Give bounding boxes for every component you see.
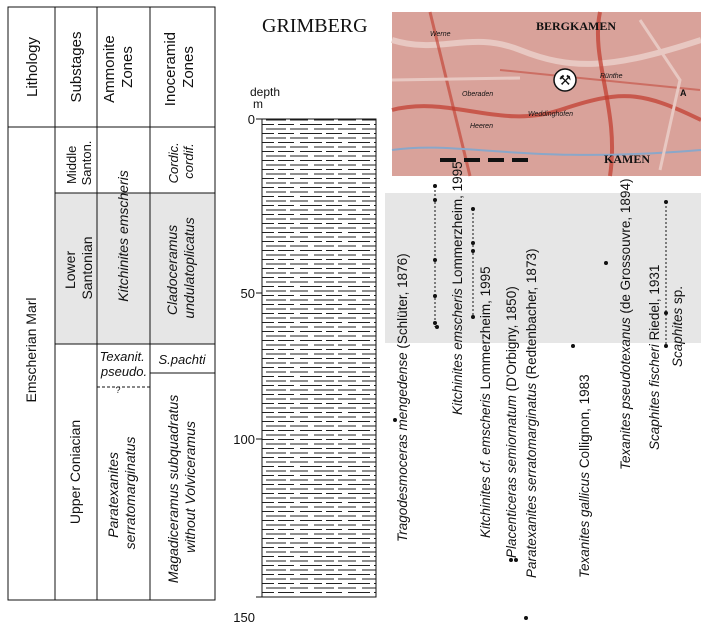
- depth-axis-label: depth m: [250, 85, 283, 111]
- inoceramid-zone-spachti: S.pachti: [159, 352, 207, 367]
- map-label-weddinghofen: Weddinghofen: [528, 111, 573, 118]
- substage-upper-coniacian: Upper Coniacian: [67, 420, 83, 524]
- header-substages: Substages: [68, 32, 85, 103]
- map-label-bergkamen: BERGKAMEN: [536, 19, 616, 33]
- map-label-oberaden: Oberaden: [462, 91, 493, 98]
- header-ammonite: Ammonite Zones: [101, 31, 136, 103]
- taxon-range-lines: [434, 186, 667, 346]
- taxon-label-scaphites-fischeri: Scaphites fischeri Riedel, 1931: [647, 265, 662, 450]
- taxon-label-scaphites-sp: Scaphites sp.: [670, 286, 685, 367]
- taxon-label-paratexanites: Paratexanites serratomarginatus (Redtenb…: [524, 249, 539, 578]
- inoceramid-zone-cladoceramus: Cladoceramus undulatoplicatus: [164, 217, 197, 318]
- lithology-unit: Emscherian Marl: [23, 297, 39, 402]
- depth-axis: [256, 118, 263, 598]
- substage-middle-santonian: Middle Santon.: [64, 141, 94, 186]
- section-title: GRIMBERG: [262, 15, 368, 37]
- lower-santonian-shade-taxa: [385, 193, 701, 343]
- substage-lower-santonian: Lower Santonian: [62, 236, 95, 299]
- depth-tick-100: 100: [233, 432, 255, 447]
- taxon-label-texanites-gallicus: Texanites gallicus Collignon, 1983: [577, 374, 592, 578]
- location-map: BERGKAMEN KAMEN Werne Oberaden Rünthe We…: [391, 11, 701, 177]
- taxon-label-texanites-pseudotexanus: Texanites pseudotexanus (de Grossouvre, …: [618, 179, 633, 470]
- ammonite-zone-paratexanites: Paratexanites serratomarginatus: [105, 437, 138, 550]
- mine-location-icon: [553, 68, 577, 92]
- taxon-label-tragodesmoceras: Tragodesmoceras mengedense (Schlüter, 18…: [395, 253, 410, 542]
- taxon-occurrence-points: [393, 184, 668, 620]
- depth-tick-0: 0: [248, 112, 255, 127]
- ammonite-zone-kitchinites: Kitchinites emscheris: [115, 170, 131, 302]
- map-label-a: A: [680, 88, 687, 98]
- header-inoceramid: Inoceramid Zones: [162, 28, 197, 106]
- map-label-runthe: Rünthe: [600, 73, 623, 80]
- map-label-heeren: Heeren: [470, 123, 493, 130]
- inoceramid-zone-cordic: Cordic. cordif.: [166, 139, 196, 184]
- taxon-label-kitchinites-cf: Kitchinites cf. emscheris Lommerzheim, 1…: [478, 266, 493, 538]
- depth-tick-150: 150: [233, 610, 255, 625]
- map-label-kamen: KAMEN: [604, 152, 650, 166]
- mine-symbol-icon: ⚒: [559, 72, 572, 88]
- depth-tick-50: 50: [241, 286, 255, 301]
- lower-santonian-shade-table: [55, 193, 215, 344]
- taxon-label-placenticeras: Placenticeras semiornatum (D'Orbigny, 18…: [504, 286, 519, 558]
- ammonite-zone-texanit: Texanit. pseudo.: [100, 349, 149, 379]
- map-label-werne: Werne: [430, 31, 451, 38]
- marl-column: [261, 118, 377, 598]
- header-lithology: Lithology: [24, 36, 41, 97]
- taxon-label-kitchinites-emscheris: Kitchinites emscheris Lommerzheim, 1995: [450, 161, 465, 415]
- taxa-labels: Tragodesmoceras mengedense (Schlüter, 18…: [395, 161, 685, 578]
- ammonite-zone-query: ?: [115, 385, 120, 395]
- zonation-table: [7, 6, 216, 601]
- inoceramid-zone-magadiceramus: Magadiceramus subquadratus without Volvi…: [165, 391, 198, 583]
